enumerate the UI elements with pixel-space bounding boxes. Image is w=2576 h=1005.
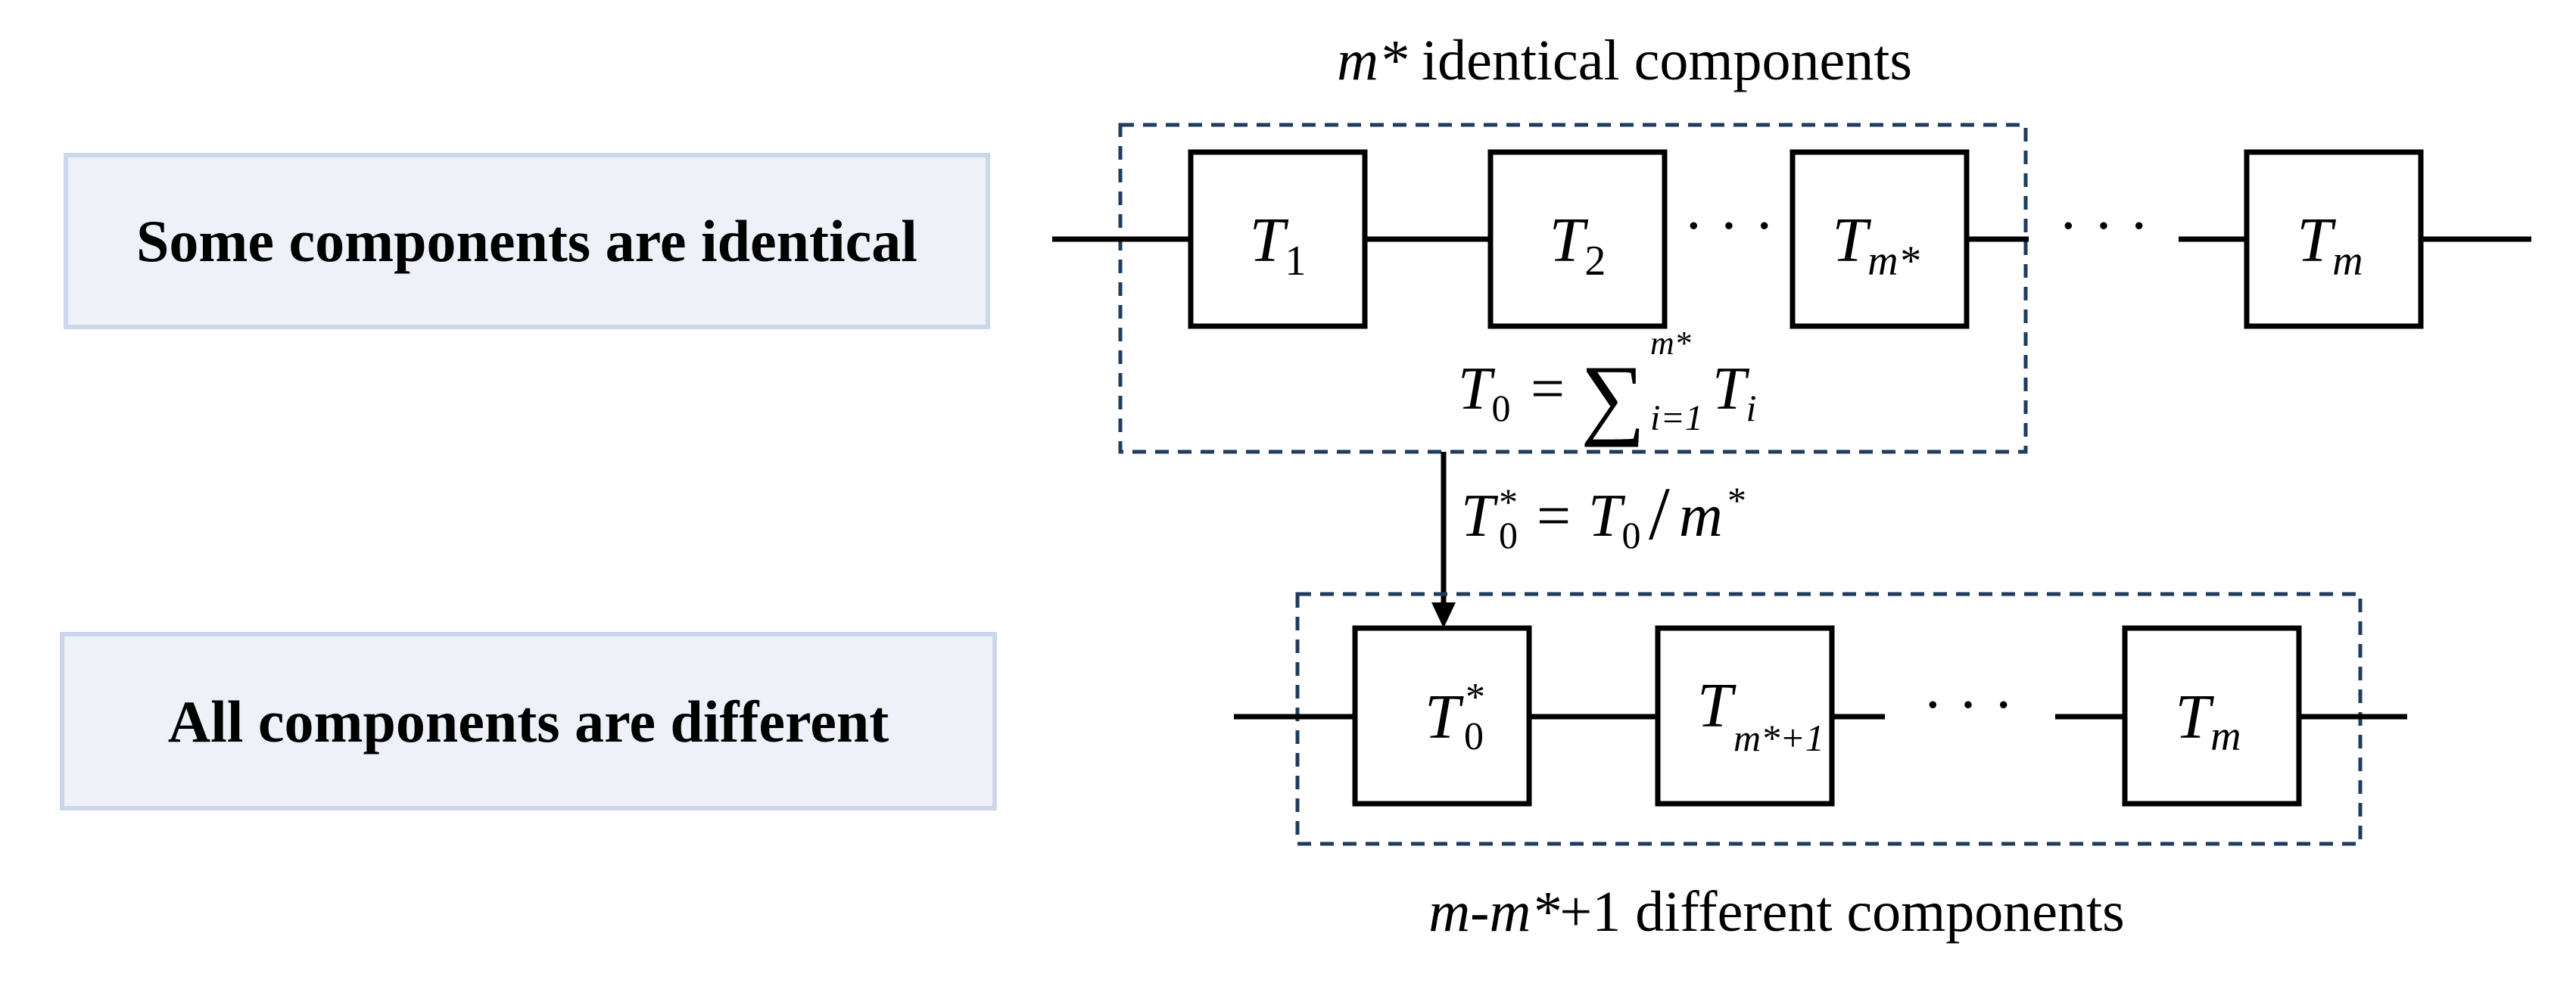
bottom-box-3-sub: m <box>2210 713 2241 760</box>
top-ellipsis-outer: · · · <box>2058 193 2149 260</box>
top-box-1: T1 <box>1188 149 1368 329</box>
sum-lhs-sub: 0 <box>1492 387 1511 429</box>
bottom-caption: m-m*+1 different components <box>1428 880 2124 944</box>
trans-den: m <box>1679 483 1723 549</box>
svg-text:Ti: Ti <box>1712 356 1756 429</box>
top-ellipsis-inner: · · · <box>1684 193 1774 260</box>
sum-lhs-base: T <box>1458 356 1496 422</box>
svg-text:Tm*: Tm* <box>1832 205 1919 285</box>
bottom-caption-rest: +1 different components <box>1559 880 2124 944</box>
top-box-2: T2 <box>1487 149 1668 329</box>
top-caption-rest: identical components <box>1407 29 1912 92</box>
top-caption: m* identical components <box>1337 29 1912 92</box>
trans-slash: / <box>1649 471 1670 555</box>
trans-rhs-sub: 0 <box>1622 514 1641 556</box>
sum-lower: i=1 <box>1650 398 1703 438</box>
bottom-box-mstar-plus-1: T m*+1 <box>1655 625 1835 807</box>
sum-term-sub: i <box>1746 387 1757 429</box>
sum-symbol: ∑ <box>1581 347 1646 447</box>
trans-lhs-sup: * <box>1499 481 1518 523</box>
top-box-mstar-sub: m* <box>1867 238 1919 285</box>
bottom-box-2-base: T <box>1697 671 1737 741</box>
bottom-box-m: Tm <box>2122 625 2302 807</box>
svg-text:T1: T1 <box>1250 205 1307 285</box>
bottom-box-t0star: T * 0 <box>1352 625 1532 807</box>
bottom-box-3-base: T <box>2175 682 2214 752</box>
trans-lhs-base: T <box>1461 483 1499 549</box>
sum-eq: = <box>1531 356 1565 422</box>
svg-text:Tm: Tm <box>2297 205 2363 285</box>
top-box-2-base: T <box>1550 205 1589 275</box>
top-box-1-sub: 1 <box>1285 238 1306 285</box>
transition-arrow <box>1431 452 1456 628</box>
bottom-caption-var2: m* <box>1489 880 1559 944</box>
bottom-box-1-sub: 0 <box>1464 715 1484 758</box>
bottom-caption-dash: - <box>1470 880 1489 944</box>
bottom-box-2-sub: m*+1 <box>1733 717 1824 759</box>
top-box-m: Tm <box>2244 149 2424 329</box>
svg-text:T0: T0 <box>1458 356 1511 429</box>
top-box-mstar: Tm* <box>1789 149 1970 329</box>
top-dashed-group <box>1118 123 2028 454</box>
bottom-ellipsis: · · · <box>1923 672 2014 739</box>
svg-text:T: T <box>1461 483 1499 549</box>
bottom-box-1-sup: * <box>1466 676 1485 719</box>
bottom-box-1-base: T <box>1425 682 1464 752</box>
sum-upper: m* <box>1650 325 1691 362</box>
svg-text:m: m <box>1679 483 1723 549</box>
top-box-2-sub: 2 <box>1584 238 1606 285</box>
top-box-1-base: T <box>1250 205 1289 275</box>
top-box-m-sub: m <box>2332 238 2363 285</box>
trans-den-sup: * <box>1727 479 1746 521</box>
top-box-mstar-base: T <box>1832 205 1871 275</box>
svg-text:T2: T2 <box>1550 205 1606 285</box>
label-all-different: All components are different <box>168 689 889 755</box>
trans-eq: = <box>1537 483 1571 549</box>
sum-formula: T0 = ∑ m* i=1 Ti <box>1458 325 1756 447</box>
top-caption-var: m* <box>1337 29 1407 92</box>
svg-text:Tm: Tm <box>2175 682 2241 760</box>
label-panel-bottom: All components are different <box>60 632 997 811</box>
bottom-caption-var1: m <box>1428 880 1470 944</box>
sum-term-base: T <box>1712 356 1750 422</box>
transition-formula: T * 0 = T0 / m * <box>1461 471 1746 556</box>
trans-rhs-base: T <box>1588 483 1626 549</box>
label-some-identical: Some components are identical <box>136 208 917 274</box>
top-box-m-base: T <box>2297 205 2336 275</box>
svg-text:T0: T0 <box>1588 483 1641 556</box>
trans-lhs-sub: 0 <box>1499 514 1518 556</box>
label-panel-top: Some components are identical <box>64 153 990 329</box>
